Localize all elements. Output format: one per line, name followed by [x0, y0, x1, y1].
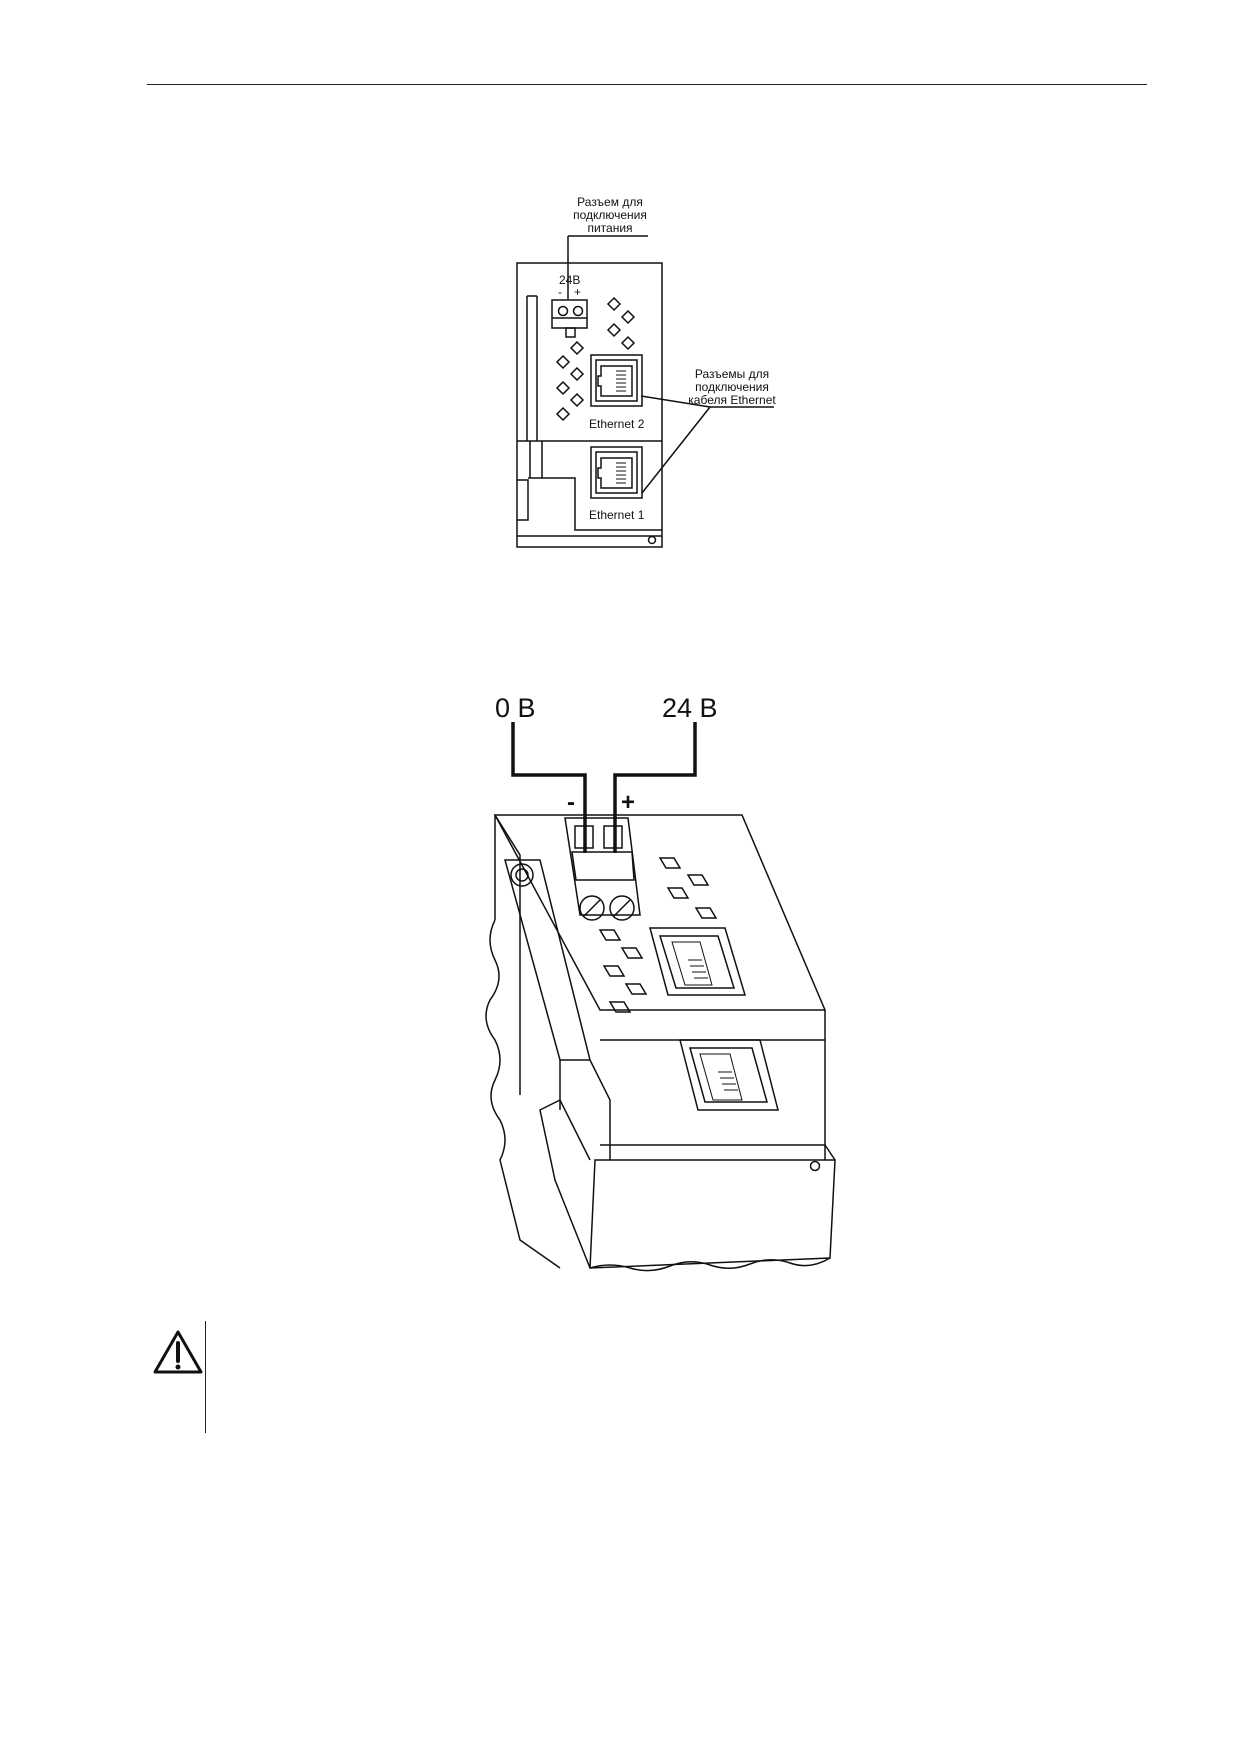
ethernet-callout-line-1: Разъемы для — [695, 367, 769, 381]
ethernet-callout-line-2: подключения — [695, 380, 769, 394]
wiring-plus-label: + — [621, 789, 635, 816]
power-callout-line-3: питания — [587, 221, 632, 235]
wire-24v — [613, 722, 697, 853]
wiring-minus-label: - — [567, 789, 575, 816]
power-callout-line-1: Разъем для — [577, 195, 643, 209]
ethernet-port-2 — [590, 354, 643, 407]
voltage-label: 24В — [559, 273, 580, 287]
ethernet-port-1 — [590, 446, 643, 499]
header-rule — [147, 84, 1147, 85]
power-terminal-iso — [564, 817, 641, 916]
module-outline — [516, 262, 663, 548]
warning-triangle-icon — [153, 1330, 203, 1374]
terminal-plus-label: + — [574, 285, 581, 299]
figure-wiring-view — [485, 722, 836, 1272]
warning-callout-bar — [205, 1321, 206, 1433]
terminal-minus-label: - — [558, 285, 562, 299]
ethernet-port-lower-iso — [679, 1039, 779, 1111]
ethernet-1-label: Ethernet 1 — [589, 508, 645, 522]
ethernet-callout-line-3: кабеля Ethernet — [688, 393, 776, 407]
power-callout-line-2: подключения — [573, 208, 647, 222]
wire-0v-label: 0 В — [495, 693, 536, 723]
module-top-face — [493, 814, 827, 1011]
wire-0v — [511, 722, 587, 853]
wire-24v-label: 24 В — [662, 693, 718, 723]
module-front-face — [589, 1159, 836, 1269]
ethernet-port-upper-iso — [649, 927, 747, 996]
ethernet-2-label: Ethernet 2 — [589, 417, 645, 431]
